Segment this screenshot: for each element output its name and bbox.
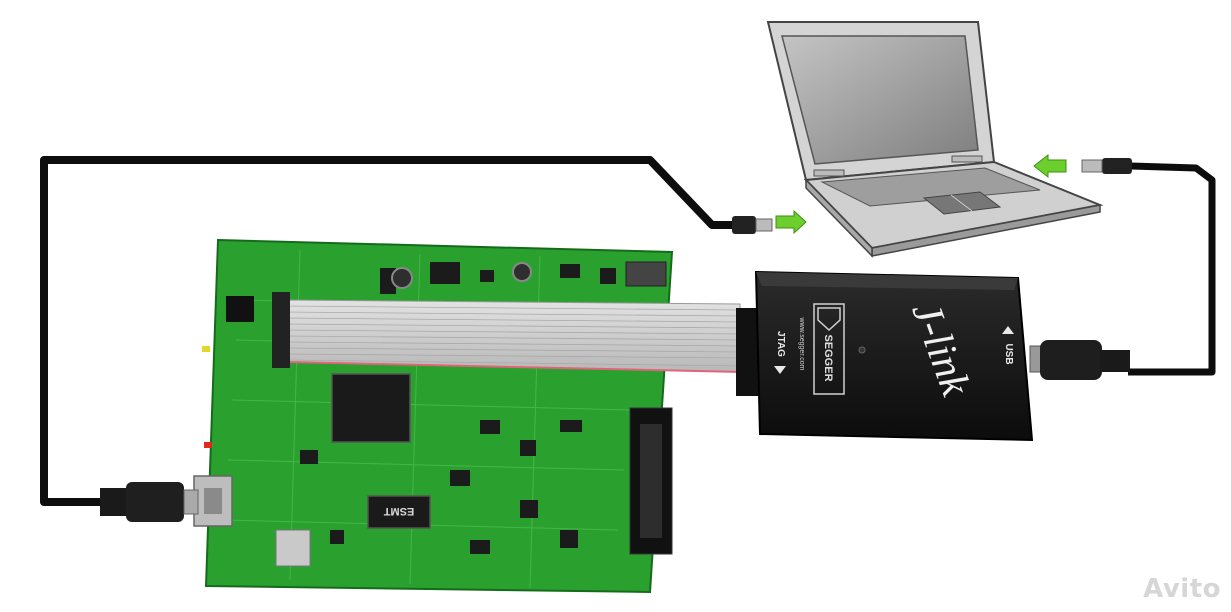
usb-plug-pcb	[100, 482, 199, 522]
jtag-ribbon-cable	[272, 292, 762, 396]
laptop	[766, 21, 1104, 258]
usb-plug-laptop-left	[732, 216, 773, 234]
arrow-left-icon	[1033, 153, 1067, 179]
jlink-jtag-label: JTAG	[775, 331, 786, 357]
watermark-text: Avito	[1143, 574, 1221, 604]
jlink-probe: SEGGER www.segger.com JTAG J-link USB	[754, 270, 1130, 442]
jlink-website-label: www.segger.com	[798, 317, 805, 371]
jtag-arrow-icon	[774, 366, 786, 374]
chip-label-esmt: ESMT	[383, 505, 414, 517]
arrow-right-icon	[775, 209, 807, 235]
jlink-vendor-label: SEGGER	[822, 334, 834, 381]
usb-cable-pcb-laptop	[40, 156, 738, 506]
jlink-usb-label: USB	[1003, 343, 1014, 364]
watermark: Avito	[1143, 574, 1221, 604]
usb-plug-laptop-right	[1081, 158, 1132, 174]
usb-arrow-icon	[1002, 326, 1014, 334]
usb-cable-jlink-laptop	[1128, 162, 1216, 376]
pcb-board: ESMT	[193, 238, 674, 594]
